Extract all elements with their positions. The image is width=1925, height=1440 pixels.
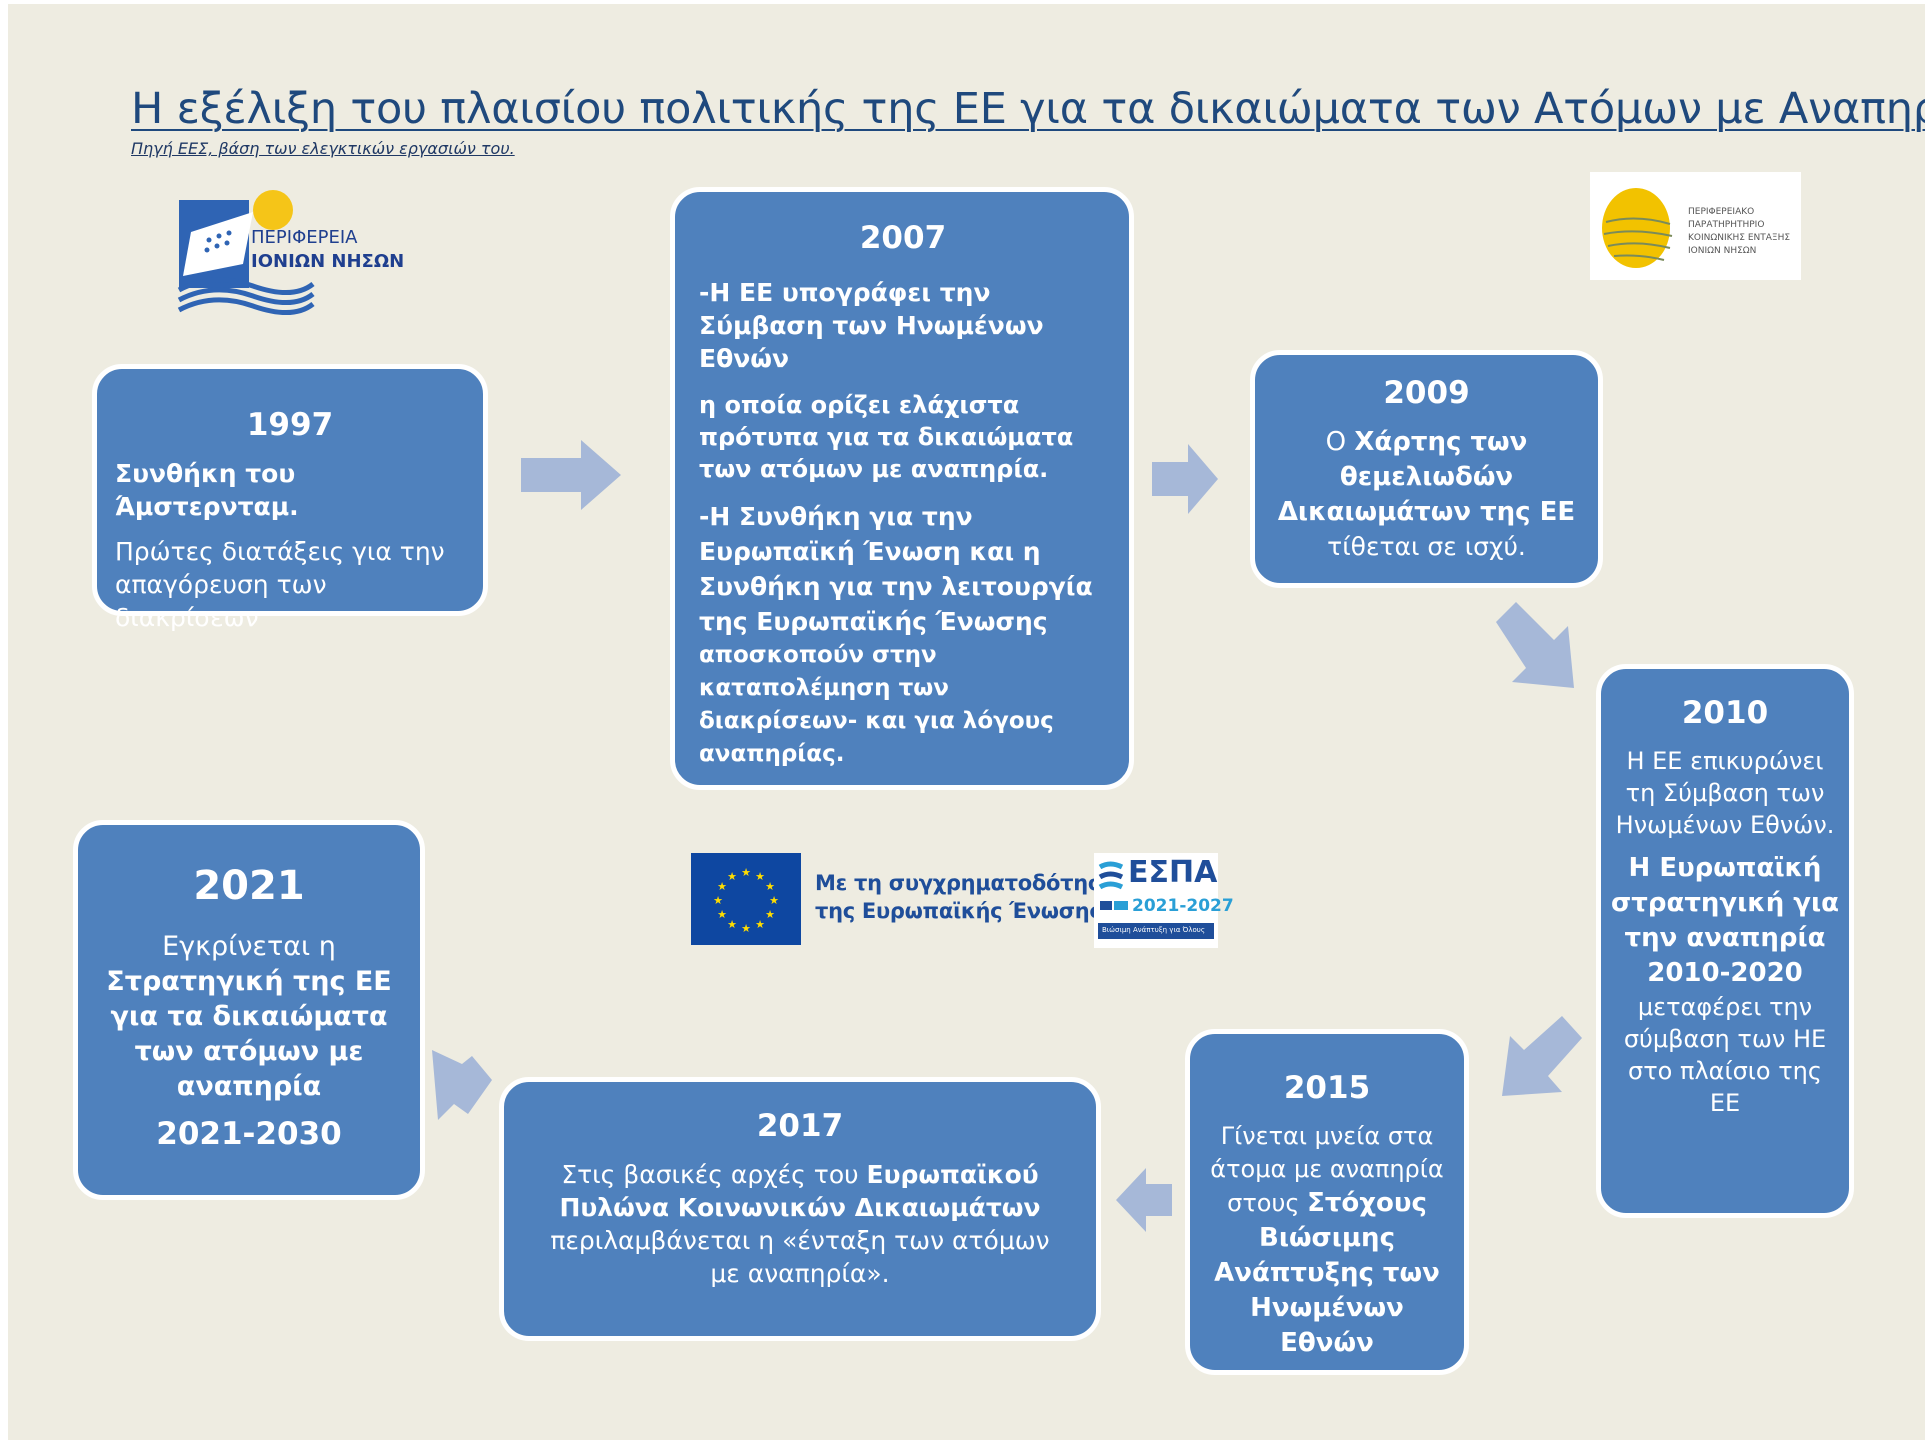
svg-text:★: ★ [755, 918, 765, 931]
region-name-line1: ΠΕΡΙΦΕΡΕΙΑ [251, 227, 358, 248]
observatory-line3: ΚΟΙΝΩΝΙΚΗΣ ΕΝΤΑΞΗΣ [1688, 233, 1791, 243]
espa-name: ΕΣΠΑ [1128, 855, 1218, 890]
eu-funding-line2: της Ευρωπαϊκής Ένωσης [815, 899, 1102, 923]
observatory-logo: ΠΕΡΙΦΕΡΕΙΑΚΟ ΠΑΡΑΤΗΡΗΤΗΡΙΟ ΚΟΙΝΩΝΙΚΗΣ ΕΝ… [1590, 172, 1801, 280]
source-note: Πηγή ΕΕΣ, βάση των ελεγκτικών εργασιών τ… [131, 139, 515, 158]
svg-text:★: ★ [755, 870, 765, 883]
timeline-2021: 2021 Εγκρίνεται η Στρατηγική της ΕΕ για … [73, 820, 425, 1200]
svg-text:★: ★ [727, 918, 737, 931]
arrow-up-left-icon [432, 1050, 492, 1120]
espa-tagline: Βιώσιμη Ανάπτυξη για Όλους [1102, 926, 1205, 934]
region-logo: ΠΕΡΙΦΕΡΕΙΑ ΙΟΝΙΩΝ ΝΗΣΩΝ [173, 186, 413, 326]
event-text-4: αποσκοπούν στην καταπολέμηση των διακρίσ… [699, 642, 1054, 767]
year-label: 1997 [246, 407, 334, 443]
year-label: 2017 [756, 1108, 844, 1144]
arrow-right-icon [1152, 444, 1218, 514]
eu-flag-icon: ★★★ ★★★ ★★★ ★★★ [691, 853, 801, 945]
event-prefix: Στις βασικές αρχές του [561, 1160, 867, 1189]
event-text-1: -Η ΕΕ υπογράφει την Σύμβαση των Ηνωμένων… [699, 278, 1044, 373]
slide: { "title": "Η εξέλιξη του πλαισίου πολιτ… [8, 4, 1925, 1440]
event-prefix: Εγκρίνεται η [162, 931, 336, 962]
year-label: 2007 [859, 220, 947, 256]
arrow-down-left-icon [1502, 1016, 1582, 1096]
region-emblem-icon [177, 190, 315, 316]
timeline-2017: 2017 Στις βασικές αρχές του Ευρωπαϊκού Π… [499, 1077, 1101, 1341]
svg-text:★: ★ [741, 866, 751, 879]
region-name-line2: ΙΟΝΙΩΝ ΝΗΣΩΝ [251, 251, 405, 272]
observatory-line2: ΠΑΡΑΤΗΡΗΤΗΡΙΟ [1688, 220, 1765, 230]
event-title: Η Ευρωπαϊκή στρατηγική για την αναπηρία … [1611, 853, 1839, 988]
eu-funding-banner: ★★★ ★★★ ★★★ ★★★ Με τη συγχρηματοδότηση τ… [691, 853, 1234, 948]
timeline-2007: 2007 -Η ΕΕ υπογράφει την Σύμβαση των Ηνω… [670, 187, 1134, 790]
event-text: τίθεται σε ισχύ. [1327, 532, 1526, 561]
svg-text:★: ★ [741, 922, 751, 935]
observatory-line4: ΙΟΝΙΩΝ ΝΗΣΩΝ [1688, 246, 1757, 256]
event-title: Ευρωπαϊκού Πυλώνα Κοινωνικών Δικαιωμάτων [559, 1160, 1041, 1222]
svg-text:★: ★ [717, 880, 727, 893]
svg-text:★: ★ [727, 870, 737, 883]
year-label: 2021 [193, 863, 305, 909]
year-label: 2015 [1283, 1070, 1371, 1106]
page-title: Η εξέλιξη του πλαισίου πολιτικής της ΕΕ … [131, 84, 1925, 134]
svg-text:★: ★ [765, 880, 775, 893]
event-text-3: -Η Συνθήκη για την Ευρωπαϊκή Ένωση και η… [699, 502, 1093, 636]
year-label: 2009 [1383, 375, 1470, 411]
event-text: περιλαμβάνεται η «ένταξη των ατόμων με α… [550, 1226, 1050, 1288]
event-text-1: Η ΕΕ επικυρώνει τη Σύμβαση των Ηνωμένων … [1615, 747, 1835, 839]
event-title: Χάρτης των θεμελιωδών Δικαιωμάτων της ΕΕ [1277, 427, 1576, 527]
event-title: Συνθήκη του Άμστερνταμ. [115, 459, 299, 521]
arrow-down-right-icon [1496, 602, 1574, 688]
espa-period: 2021-2027 [1132, 896, 1234, 916]
event-title: Στρατηγική της ΕΕ για τα δικαιώματα των … [106, 966, 392, 1102]
event-prefix: Ο [1325, 427, 1355, 457]
svg-text:★: ★ [765, 908, 775, 921]
timeline-2009: 2009 Ο Χάρτης των θεμελιωδών Δικαιωμάτων… [1250, 350, 1603, 588]
event-title: Στόχους Βιώσιμης Ανάπτυξης των Ηνωμένων … [1214, 1188, 1440, 1358]
event-text-2: μεταφέρει την σύμβαση των ΗΕ στο πλαίσιο… [1623, 993, 1827, 1117]
event-text: Γίνεται μνεία στα άτομα με αναπηρία στου… [1210, 1122, 1444, 1217]
observatory-emblem-icon [1602, 188, 1673, 268]
timeline-2010: 2010 Η ΕΕ επικυρώνει τη Σύμβαση των Ηνωμ… [1596, 664, 1854, 1218]
event-text-2: η οποία ορίζει ελάχιστα πρότυπα για τα δ… [699, 391, 1074, 483]
eu-funding-line1: Με τη συγχρηματοδότηση [815, 871, 1119, 895]
arrow-right-icon [521, 440, 621, 510]
espa-waves-icon [1098, 861, 1214, 939]
svg-text:★: ★ [769, 894, 779, 907]
arrow-left-icon [1116, 1168, 1172, 1232]
timeline-2015: 2015 Γίνεται μνεία στα άτομα με αναπηρία… [1185, 1029, 1469, 1375]
year-label: 2010 [1681, 695, 1769, 731]
svg-text:★: ★ [713, 894, 723, 907]
observatory-line1: ΠΕΡΙΦΕΡΕΙΑΚΟ [1688, 207, 1755, 217]
svg-text:★: ★ [717, 908, 727, 921]
event-text: Πρώτες διατάξεις για την απαγόρευση των … [115, 537, 445, 632]
timeline-1997: 1997 Συνθήκη του Άμστερνταμ. Πρώτες διατ… [92, 364, 488, 632]
event-period: 2021-2030 [156, 1116, 342, 1152]
espa-logo: ΕΣΠΑ 2021-2027 Βιώσιμη Ανάπτυξη για Όλου… [1094, 853, 1234, 948]
